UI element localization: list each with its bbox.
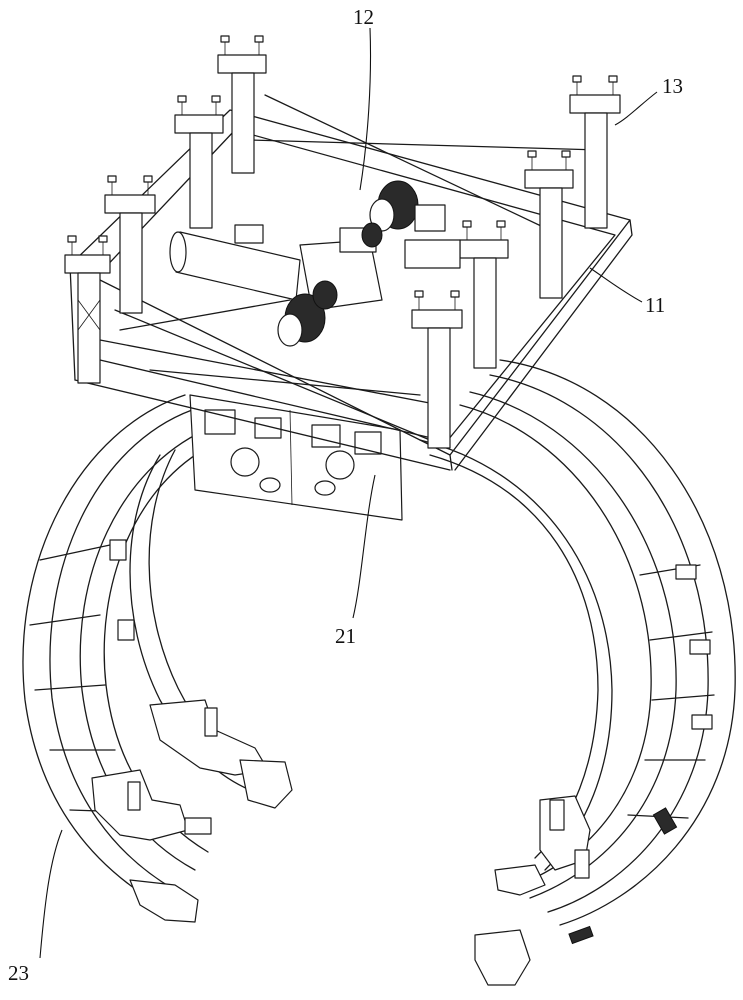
drive-plate-21	[189, 394, 403, 521]
label-21: 21	[335, 624, 356, 648]
frame-11	[69, 94, 633, 471]
ring-rail-assembly	[22, 359, 736, 945]
support-columns-13	[64, 35, 621, 449]
leader-lines	[39, 27, 658, 959]
left-gripper-assembly	[91, 699, 293, 923]
label-13: 13	[662, 74, 683, 98]
label-11: 11	[645, 293, 665, 317]
label-23: 23	[8, 961, 29, 985]
drive-unit-12	[169, 180, 461, 347]
label-12: 12	[353, 5, 374, 29]
right-gripper-assembly	[474, 795, 591, 986]
